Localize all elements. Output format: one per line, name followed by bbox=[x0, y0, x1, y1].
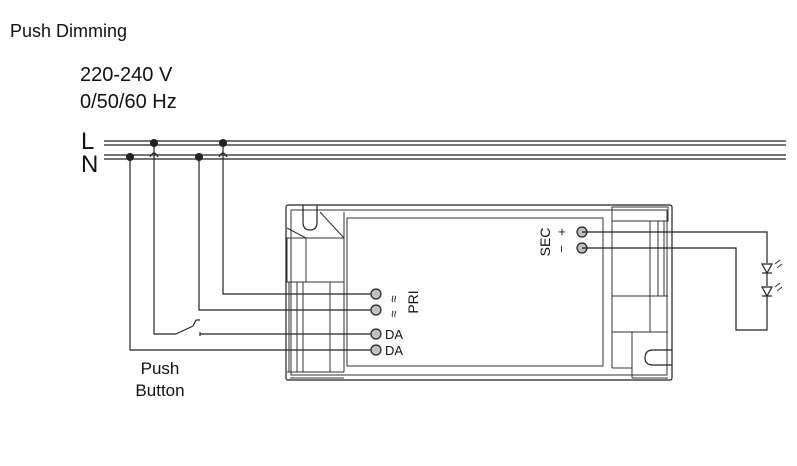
led-1 bbox=[760, 259, 783, 286]
wire-l-to-pri bbox=[222, 143, 376, 295]
left-mounting-slot bbox=[302, 205, 318, 231]
wire-n-to-da bbox=[129, 157, 376, 351]
line-label: L bbox=[81, 128, 94, 155]
push-button-label-line1: Push bbox=[141, 359, 180, 378]
push-button-symbol bbox=[175, 319, 376, 336]
wire-sec-plus-to-led bbox=[582, 231, 768, 263]
supply-frequency-label: 0/50/60 Hz bbox=[80, 91, 177, 113]
neutral-rail bbox=[104, 154, 786, 160]
sec-minus-symbol: − bbox=[554, 245, 569, 253]
pri-label: PRI bbox=[405, 290, 421, 313]
da-terminal-1 bbox=[370, 328, 382, 340]
driver-housing bbox=[285, 204, 673, 381]
pri-terminal-1 bbox=[370, 288, 382, 300]
pri-terminal-2 bbox=[370, 304, 382, 316]
wire-l-to-button bbox=[153, 143, 176, 335]
pri-terminal-2-symbol: ≈ bbox=[386, 310, 401, 317]
sec-label: SEC bbox=[537, 228, 553, 257]
neutral-label: N bbox=[81, 151, 98, 178]
push-button-label-line2: Button bbox=[135, 381, 184, 400]
sec-plus-symbol: + bbox=[554, 228, 569, 236]
pri-terminal-1-symbol: ≈ bbox=[386, 295, 401, 302]
led-2 bbox=[760, 282, 783, 301]
wire-sec-minus-to-led bbox=[582, 247, 768, 331]
line-rail bbox=[104, 140, 786, 146]
supply-voltage-label: 220-240 V bbox=[80, 64, 173, 86]
da-terminal-2 bbox=[370, 344, 382, 356]
da-terminal-1-label: DA bbox=[385, 327, 403, 342]
wire-n-to-pri bbox=[198, 157, 376, 311]
diagram-title: Push Dimming bbox=[10, 21, 127, 41]
right-mounting-slot bbox=[644, 349, 672, 366]
da-terminal-2-label: DA bbox=[385, 343, 403, 358]
